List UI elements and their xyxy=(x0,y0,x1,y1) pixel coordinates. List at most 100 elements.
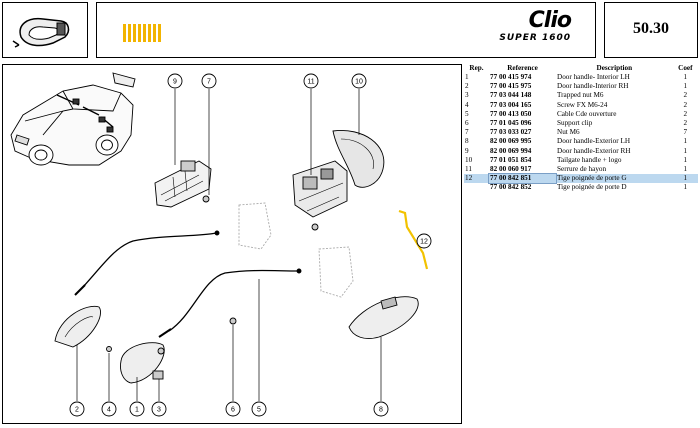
part-rep: 8 xyxy=(465,137,469,146)
part-description: Tailgate handle + logo xyxy=(557,155,622,164)
part-rep xyxy=(464,183,489,192)
parts-row[interactable]: 7 77 03 033 027 Nut M6 7 xyxy=(464,128,698,137)
part-11-tailgate-lock xyxy=(292,160,348,231)
brand-subtitle: SUPER 1600 xyxy=(499,33,571,43)
part-reference: 77 00 413 050 xyxy=(490,109,532,118)
part-reference: 77 00 842 852 xyxy=(490,183,532,192)
part-reference: 77 01 045 096 xyxy=(490,119,532,128)
part-rep: 6 xyxy=(465,119,469,128)
parts-row[interactable]: 5 77 00 413 050 Cable Cde ouverture 2 xyxy=(464,110,698,119)
diagram-svg: 9 7 11 10 12 2 4 1 3 6 5 8 xyxy=(10,72,432,417)
col-rep: Rep. xyxy=(469,64,484,72)
callout-7[interactable]: 7 xyxy=(207,79,211,86)
callout-8[interactable]: 8 xyxy=(379,407,383,414)
part-description: Support clip xyxy=(557,119,593,128)
door-handle-icon xyxy=(12,17,70,48)
col-reference: Reference xyxy=(507,64,538,72)
part-reference: 82 00 060 917 xyxy=(490,165,532,174)
brand-name: Clio xyxy=(528,8,572,33)
accent-stripes xyxy=(123,24,163,42)
header-brand-box: Clio SUPER 1600 xyxy=(96,2,596,58)
part-description: Door handle-Interior RH xyxy=(557,82,629,91)
part-coef: 1 xyxy=(683,183,688,192)
callout-4[interactable]: 4 xyxy=(107,407,111,414)
part-rep: 5 xyxy=(465,109,469,118)
callout-1[interactable]: 1 xyxy=(135,407,139,414)
part-coef: 1 xyxy=(683,82,688,91)
part-description: Door handle-Exterior RH xyxy=(557,146,631,155)
part-description: Serrure de hayon xyxy=(557,165,607,174)
part-rep: 7 xyxy=(465,128,469,137)
part-description: Nut M6 xyxy=(557,128,580,137)
page-number: 50.30 xyxy=(633,20,669,37)
parts-row[interactable]: 3 77 03 044 148 Trapped nut M6 2 xyxy=(464,91,698,100)
part-rep: 4 xyxy=(465,100,469,109)
callout-10[interactable]: 10 xyxy=(355,79,363,86)
part-7-nut xyxy=(202,195,210,203)
parts-row[interactable]: 4 77 03 004 165 Screw FX M6-24 2 xyxy=(464,101,698,110)
part-coef: 1 xyxy=(672,174,698,184)
part-10-tailgate-handle xyxy=(332,129,385,188)
callout-11[interactable]: 11 xyxy=(307,79,314,86)
callout-6[interactable]: 6 xyxy=(231,407,235,414)
part-reference: 77 00 415 975 xyxy=(490,82,532,91)
exploded-diagram: 9 7 11 10 12 2 4 1 3 6 5 8 xyxy=(2,64,462,424)
part-reference: 77 03 044 148 xyxy=(490,91,532,100)
callout-circles xyxy=(69,73,389,417)
part-2-interior-handle xyxy=(54,305,101,348)
part-description: Tige poignée de porte D xyxy=(557,183,627,192)
part-coef: 2 xyxy=(683,100,688,109)
part-reference: 77 03 033 027 xyxy=(490,128,532,137)
part-coef: 2 xyxy=(683,109,688,118)
part-4-screw xyxy=(106,346,112,352)
part-description: Trapped nut M6 xyxy=(557,91,604,100)
part-coef: 1 xyxy=(683,155,688,164)
part-9-exterior-handle xyxy=(154,160,212,208)
part-rep: 2 xyxy=(465,82,469,91)
part-rep: 10 xyxy=(465,155,473,164)
callout-3[interactable]: 3 xyxy=(157,407,161,414)
callout-12[interactable]: 12 xyxy=(420,239,428,246)
part-5-cables xyxy=(74,230,302,338)
part-coef: 1 xyxy=(683,73,688,81)
part-description: Door handle- Interior LH xyxy=(557,73,630,81)
page-number-box: 50.30 xyxy=(604,2,698,58)
callout-12-circle xyxy=(416,233,432,249)
part-description: Screw FX M6-24 xyxy=(557,100,608,109)
part-reference: 77 00 842 851 xyxy=(488,173,557,185)
door-bracket-outlines xyxy=(238,202,354,298)
part-description: Tige poignée de porte G xyxy=(556,174,673,184)
part-rep: 3 xyxy=(465,91,469,100)
col-description: Description xyxy=(596,64,633,72)
parts-row[interactable]: 2 77 00 415 975 Door handle-Interior RH 1 xyxy=(464,82,698,91)
parts-row[interactable]: 77 00 842 852 Tige poignée de porte D 1 xyxy=(464,183,698,192)
part-reference: 82 00 069 995 xyxy=(490,137,532,146)
part-coef: 2 xyxy=(683,119,688,128)
part-reference: 82 00 069 994 xyxy=(490,146,532,155)
part-coef: 1 xyxy=(683,165,688,174)
part-rep: 12 xyxy=(464,174,490,184)
parts-row[interactable]: 10 77 01 051 854 Tailgate handle + logo 1 xyxy=(464,156,698,165)
part-description: Cable Cde ouverture xyxy=(557,109,617,118)
parts-row[interactable]: 6 77 01 045 096 Support clip 2 xyxy=(464,119,698,128)
part-reference: 77 03 004 165 xyxy=(490,100,532,109)
parts-list: Rep. Reference Description Coef 1 77 00 4… xyxy=(464,64,698,193)
part-reference: 77 01 051 854 xyxy=(490,155,532,164)
parts-header-row: Rep. Reference Description Coef xyxy=(464,64,698,73)
part-coef: 2 xyxy=(683,91,688,100)
callout-9[interactable]: 9 xyxy=(173,79,177,86)
callout-5[interactable]: 5 xyxy=(257,407,261,414)
part-coef: 7 xyxy=(683,128,688,137)
parts-table: Rep. Reference Description Coef 1 77 00 4… xyxy=(464,64,698,193)
callout-2[interactable]: 2 xyxy=(75,407,79,414)
header-icon-box xyxy=(2,2,88,58)
part-coef: 1 xyxy=(683,137,688,146)
part-1-interior-handle-body xyxy=(120,342,165,384)
leader-lines xyxy=(76,89,382,401)
